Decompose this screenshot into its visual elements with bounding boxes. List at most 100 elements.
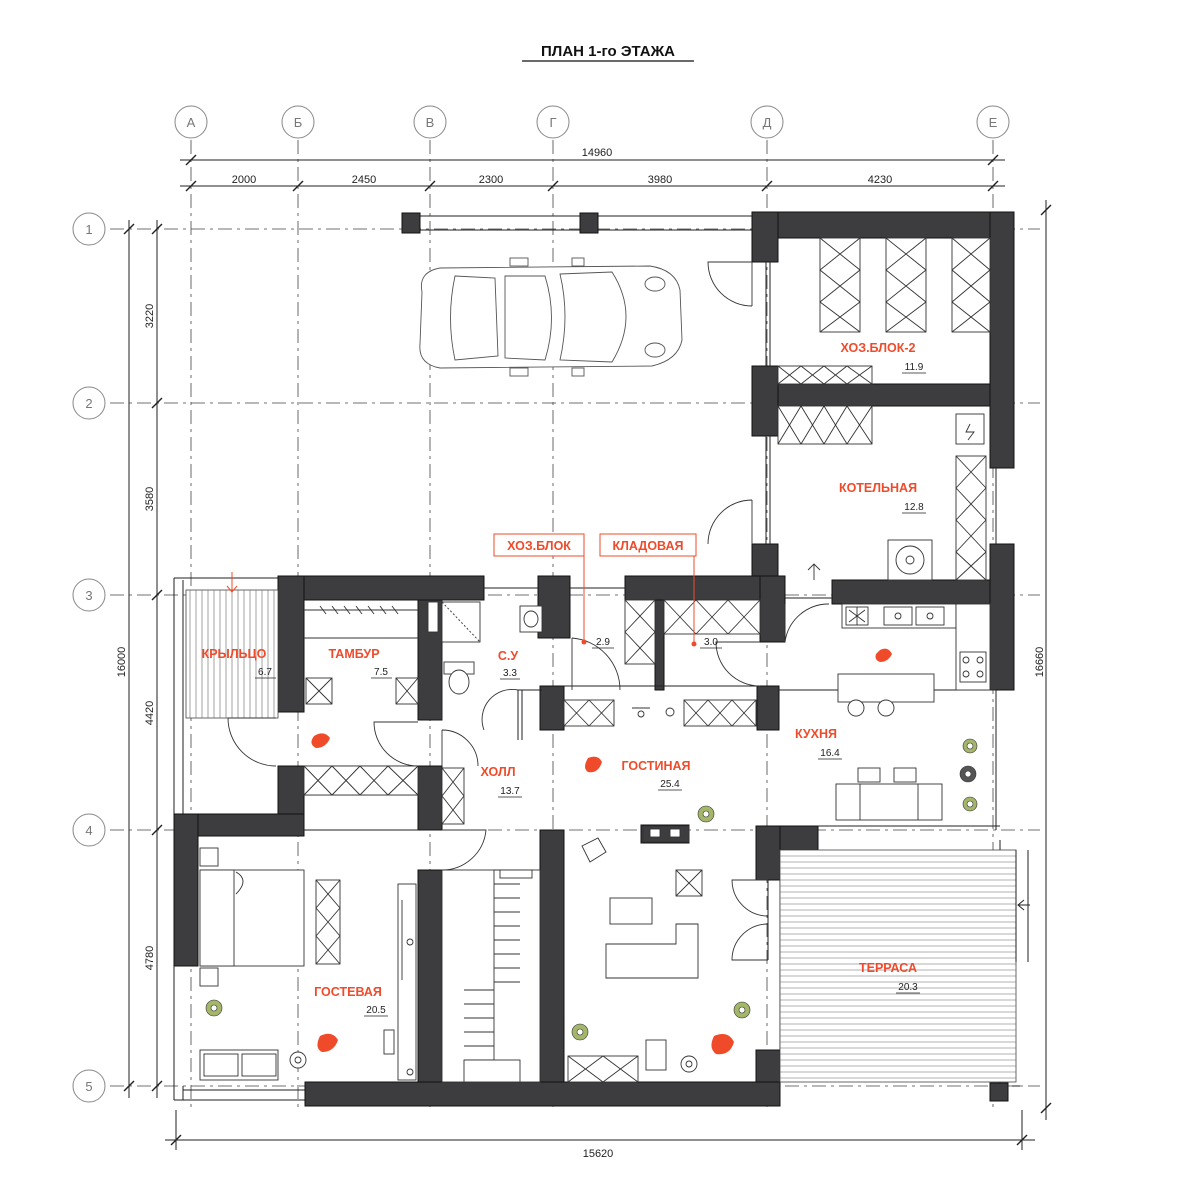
svg-text:5: 5: [85, 1079, 92, 1094]
right-dimensions: 16660: [1034, 200, 1052, 1120]
callout-box-hoz-blok: [493, 533, 585, 557]
plant-icons: [205, 738, 978, 1041]
car-icon: [419, 257, 683, 377]
staircase: [441, 869, 541, 1083]
svg-text:Д: Д: [763, 115, 772, 130]
dim-left-seg-4: 4780: [144, 946, 156, 970]
plant-icon: [733, 1001, 751, 1019]
axis-bubble-e: Е: [976, 105, 1010, 139]
person-icon: [311, 733, 330, 748]
room-area-gostevaya: 20.5: [366, 1005, 386, 1016]
svg-text:В: В: [426, 115, 435, 130]
pantry-shelves: [563, 599, 761, 727]
svg-text:А: А: [187, 115, 196, 130]
room-label-kuhnya: КУХНЯ: [795, 727, 837, 741]
axis-bubble-1: 1: [72, 212, 106, 246]
room-label-kladovaya: КЛАДОВАЯ: [613, 539, 684, 553]
axis-bubble-a: А: [174, 105, 208, 139]
svg-text:Г: Г: [549, 115, 556, 130]
porch-decking: [185, 572, 279, 719]
room-label-krylco: КРЫЛЬЦО: [202, 647, 267, 661]
room-label-hoz-blok-2: ХОЗ.БЛОК-2: [841, 341, 916, 355]
dim-top-total: 14960: [582, 147, 613, 159]
axis-bubble-d: Д: [750, 105, 784, 139]
plant-icon: [571, 1023, 589, 1041]
axis-bubble-2: 2: [72, 386, 106, 420]
axis-bubble-b: Б: [281, 105, 315, 139]
svg-text:3: 3: [85, 588, 92, 603]
room-area-kuhnya: 16.4: [820, 748, 840, 759]
dim-left-seg-3: 4420: [144, 701, 156, 725]
svg-text:1: 1: [85, 222, 92, 237]
room-area-tambur: 7.5: [374, 667, 388, 678]
room-callouts: [493, 533, 697, 647]
left-dimensions: 3220 3580 4420 4780 16000: [116, 220, 163, 1098]
guest-room-furniture: [199, 847, 417, 1081]
dim-right-total: 16660: [1034, 647, 1046, 678]
callout-box-kladovaya: [599, 533, 697, 557]
room-area-terrasa: 20.3: [898, 982, 918, 993]
axis-bubble-4: 4: [72, 813, 106, 847]
room-area-su: 3.3: [503, 668, 517, 679]
plant-icon: [697, 805, 715, 823]
axis-bubble-5: 5: [72, 1069, 106, 1103]
row-axes: 1 2 3 4 5: [72, 212, 106, 1103]
room-label-terrasa: ТЕРРАСА: [859, 961, 917, 975]
svg-text:Е: Е: [989, 115, 998, 130]
room-area-hoz-blok: 2.9: [596, 637, 610, 648]
top-dimensions: 14960 2000 2450 2300 3980 4230: [180, 147, 1005, 192]
room-label-tambur: ТАМБУР: [328, 647, 379, 661]
person-icon: [875, 648, 892, 662]
walls: [173, 211, 1015, 1107]
room-area-kotelnaya: 12.8: [904, 502, 924, 513]
person-icon: [317, 1033, 338, 1052]
person-icon: [585, 756, 602, 773]
dim-top-seg-3: 2300: [479, 174, 503, 186]
svg-text:Б: Б: [294, 115, 303, 130]
plant-icon: [959, 765, 977, 783]
room-label-gostevaya: ГОСТЕВАЯ: [314, 985, 382, 999]
carport: [401, 212, 752, 234]
kitchen-furniture: [835, 603, 991, 821]
axis-bubble-g: Г: [536, 105, 570, 139]
bottom-dimensions: 15620: [165, 1110, 1035, 1160]
room-area-holl: 13.7: [500, 786, 520, 797]
living-room-furniture: [567, 825, 703, 1083]
dim-bottom-total: 15620: [583, 1148, 614, 1160]
plant-icon: [962, 738, 978, 754]
svg-text:4: 4: [85, 823, 92, 838]
svg-text:2: 2: [85, 396, 92, 411]
terrace-decking: [779, 849, 1030, 1102]
vestibule-furniture: [303, 605, 465, 825]
plan-title: ПЛАН 1-го ЭТАЖА: [541, 43, 675, 60]
room-area-hoz-blok-2: 11.9: [905, 362, 924, 373]
dim-top-seg-1: 2000: [232, 174, 256, 186]
room-label-gostinaya: ГОСТИНАЯ: [621, 759, 690, 773]
plant-icon: [962, 796, 978, 812]
room-label-kotelnaya: КОТЕЛЬНАЯ: [839, 481, 917, 495]
room-label-su: С.У: [498, 649, 519, 663]
dim-top-seg-4: 3980: [648, 174, 672, 186]
room-label-holl: ХОЛЛ: [481, 765, 516, 779]
room-labels: ХОЗ.БЛОК-2 11.9 КОТЕЛЬНАЯ 12.8 ХОЗ.БЛОК …: [202, 341, 926, 1017]
plant-icon: [205, 999, 223, 1017]
dim-left-seg-2: 3580: [144, 487, 156, 511]
boiler-equipment: [807, 413, 987, 581]
axis-bubble-3: 3: [72, 578, 106, 612]
column-axes: А Б В Г Д Е: [174, 105, 1010, 139]
bathroom-fixtures: [427, 601, 543, 695]
room-area-krylco: 6.7: [258, 667, 272, 678]
dim-top-seg-5: 4230: [868, 174, 892, 186]
dim-top-seg-2: 2450: [352, 174, 376, 186]
dim-left-total: 16000: [116, 647, 128, 678]
axis-bubble-v: В: [413, 105, 447, 139]
dim-left-seg-1: 3220: [144, 304, 156, 328]
doors: [227, 261, 830, 961]
room-area-gostinaya: 25.4: [660, 779, 680, 790]
shelving-units: [777, 237, 991, 445]
accent-icons: [311, 648, 892, 1055]
person-icon: [711, 1034, 734, 1055]
room-area-kladovaya: 3.0: [704, 637, 718, 648]
room-label-hoz-blok: ХОЗ.БЛОК: [507, 539, 571, 553]
